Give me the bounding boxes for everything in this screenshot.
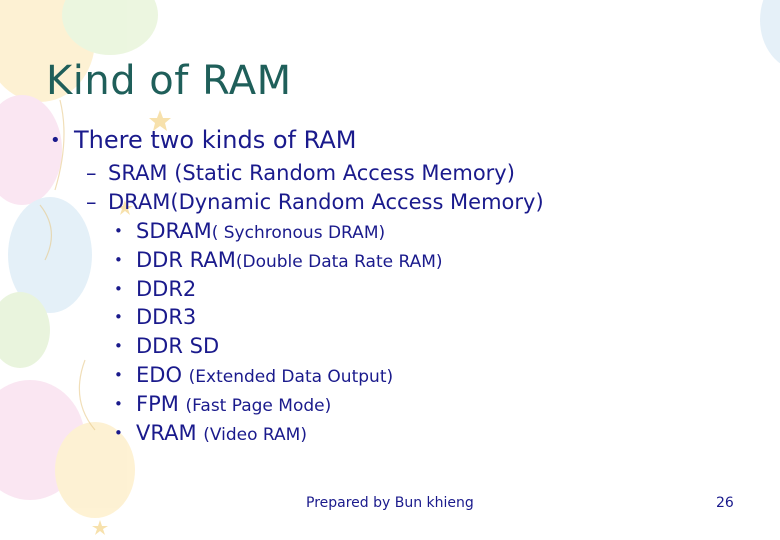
balloon-pink-left	[0, 95, 62, 205]
sub-item-dram: –DRAM(Dynamic Random Access Memory)	[86, 190, 544, 214]
dram-type-item: • DDR3	[114, 305, 196, 329]
dash-icon: –	[86, 190, 97, 214]
slide-footer: Prepared by Bun khieng	[306, 495, 474, 511]
balloon-green-left	[0, 292, 50, 368]
dram-type-item: • VRAM (Video RAM)	[114, 421, 307, 445]
sparkle-1	[149, 110, 171, 131]
dram-type-item: • SDRAM( Sychronous DRAM)	[114, 219, 385, 243]
bullet-icon: •	[114, 337, 123, 355]
dram-type-name: DDR RAM	[136, 248, 236, 272]
dram-type-note: (Double Data Rate RAM)	[235, 252, 443, 272]
bullet-icon: •	[114, 424, 123, 442]
balloon-yellow-bottom	[55, 422, 135, 518]
dram-type-item: • DDR RAM(Double Data Rate RAM)	[114, 248, 443, 272]
dram-type-name: DDR2	[136, 277, 197, 301]
bullet-icon: •	[114, 251, 123, 269]
dram-type-name: SDRAM	[136, 219, 212, 243]
dash-icon: –	[86, 161, 97, 185]
balloon-blue-right	[760, 0, 780, 64]
dram-type-note: (Video RAM)	[203, 425, 307, 445]
dram-type-note: (Fast Page Mode)	[185, 396, 332, 416]
balloon-green-top	[62, 0, 158, 55]
dram-type-item: • DDR2	[114, 277, 196, 301]
bullet-icon: •	[114, 280, 123, 298]
main-bullet-text: There two kinds of RAM	[74, 126, 357, 154]
balloon-string-1	[54, 99, 65, 191]
main-bullet: • There two kinds of RAM	[50, 126, 356, 154]
dram-type-note: ( Sychronous DRAM)	[211, 223, 386, 243]
page-number: 26	[716, 495, 734, 511]
dram-type-name: DDR SD	[136, 334, 220, 358]
dram-type-item: • EDO (Extended Data Output)	[114, 363, 393, 387]
slide-title: Kind of RAM	[46, 58, 292, 104]
bullet-icon: •	[114, 366, 123, 384]
bullet-icon: •	[50, 130, 61, 151]
dram-type-item: • DDR SD	[114, 334, 219, 358]
dram-type-name: DDR3	[136, 305, 197, 329]
sub-item-text: DRAM(Dynamic Random Access Memory)	[108, 190, 544, 214]
balloon-blue-left	[8, 197, 92, 313]
balloon-string-3	[78, 359, 96, 431]
sparkle-2	[117, 200, 133, 215]
sub-item-text: SRAM (Static Random Access Memory)	[108, 161, 515, 185]
sparkle-3	[92, 520, 108, 535]
bullet-icon: •	[114, 222, 123, 240]
bullet-icon: •	[114, 308, 123, 326]
balloon-string-2	[39, 204, 52, 261]
dram-type-name: VRAM	[136, 421, 204, 445]
sub-item-sram: –SRAM (Static Random Access Memory)	[86, 161, 515, 185]
bullet-icon: •	[114, 395, 123, 413]
dram-type-item: • FPM (Fast Page Mode)	[114, 392, 331, 416]
dram-type-name: EDO	[136, 363, 189, 387]
dram-type-note: (Extended Data Output)	[188, 367, 394, 387]
dram-type-name: FPM	[136, 392, 186, 416]
